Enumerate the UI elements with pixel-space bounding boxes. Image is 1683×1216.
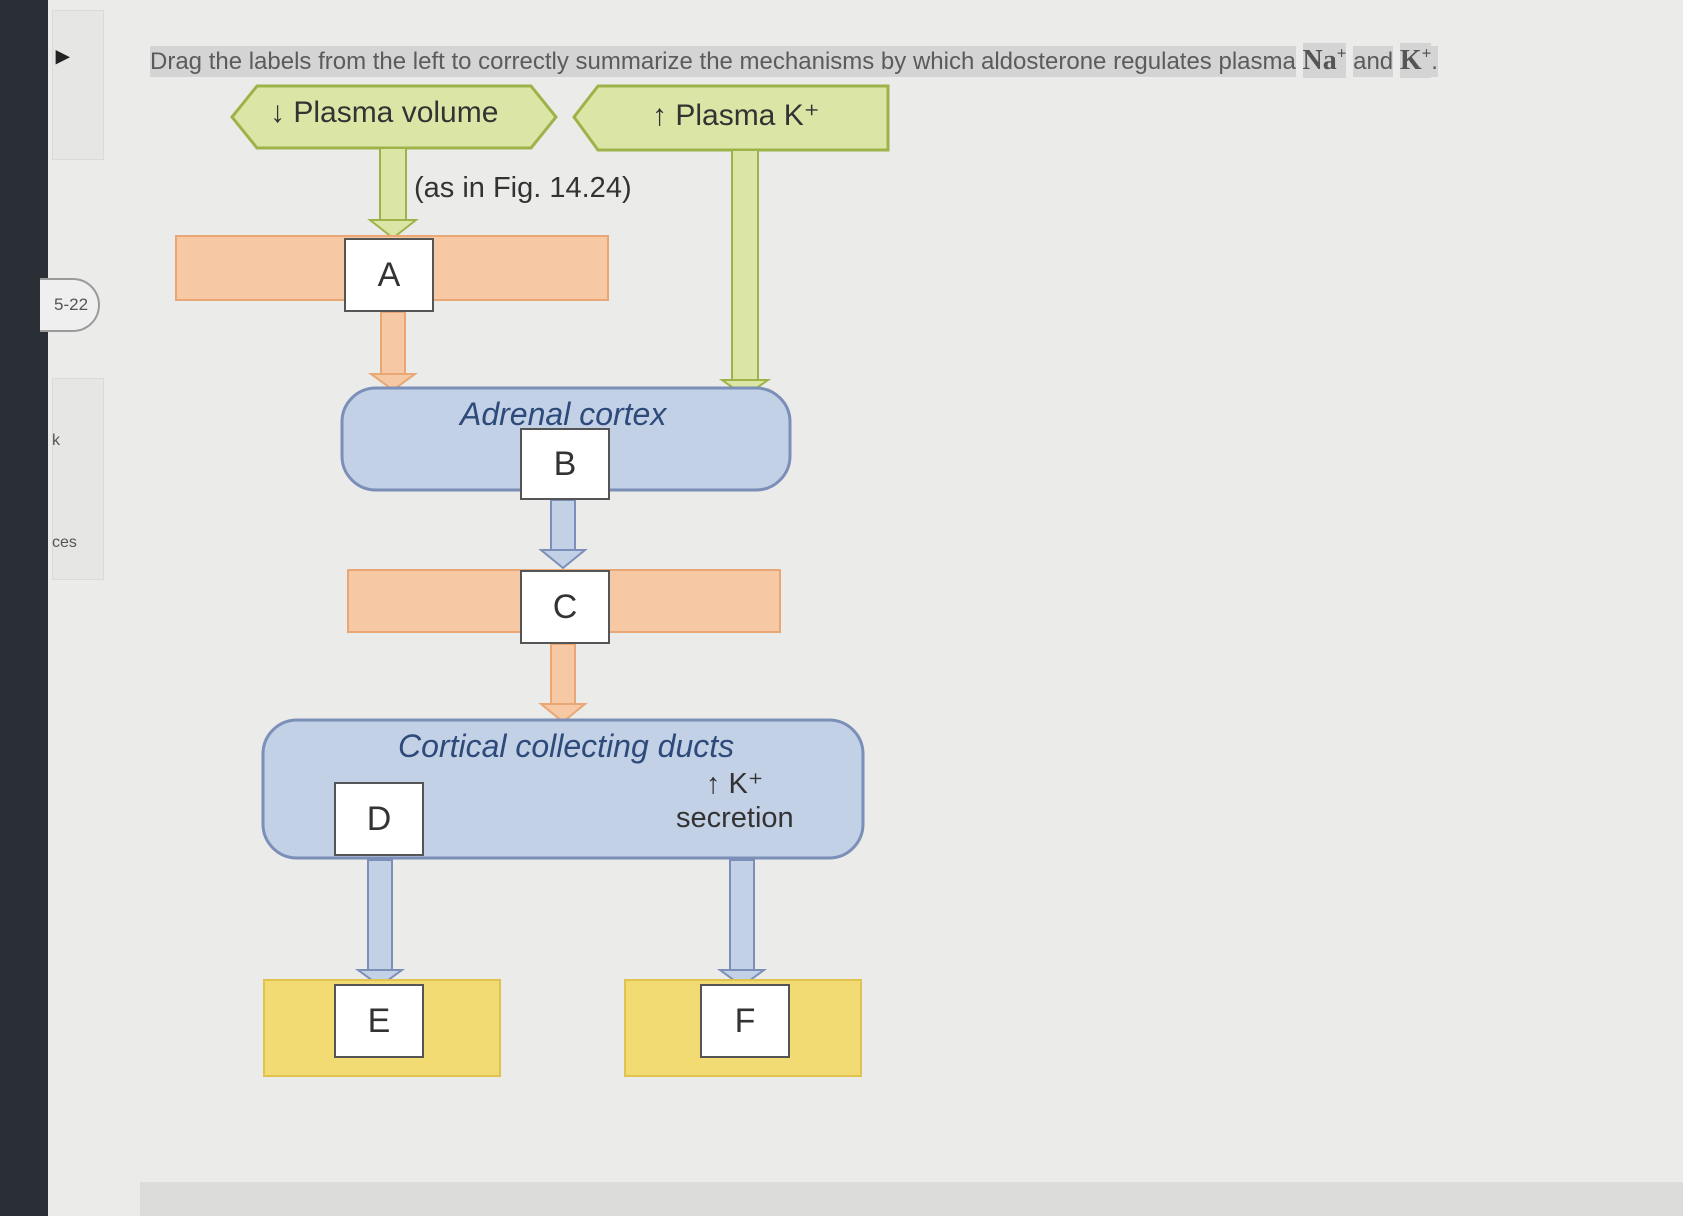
side-item-ces[interactable]: ces [52, 534, 77, 551]
sodium-symbol: Na+ [1302, 43, 1347, 79]
drop-target-e[interactable]: E [334, 984, 424, 1058]
side-panel-lower [52, 378, 104, 580]
b-arrow-head [538, 549, 588, 570]
side-panel-top [52, 10, 104, 160]
question-period: . [1431, 46, 1438, 78]
secretion-arrow-head [716, 969, 768, 988]
plasma-volume-banner [230, 84, 558, 150]
question-number-pill[interactable]: 5-22 [40, 278, 100, 332]
secretion-arrow-shaft [729, 859, 755, 971]
a-arrow-head [367, 373, 419, 392]
drop-target-c[interactable]: C [520, 570, 610, 644]
k-arrow-shaft [731, 149, 759, 381]
adrenal-cortex-title: Adrenal cortex [460, 396, 667, 432]
plasma-k-label: ↑ Plasma K⁺ [652, 99, 820, 132]
d-arrow-head [354, 969, 406, 988]
cortical-collecting-ducts-title: Cortical collecting ducts [398, 728, 735, 764]
question-number-label: 5-22 [54, 295, 89, 314]
b-arrow-shaft [550, 499, 576, 551]
k-secretion-label: secretion [676, 802, 794, 834]
drop-target-f[interactable]: F [700, 984, 790, 1058]
drop-target-a[interactable]: A [344, 238, 434, 312]
drop-target-b[interactable]: B [520, 428, 610, 500]
plasma-volume-label: ↓ Plasma volume [270, 96, 499, 129]
c-arrow-head [538, 703, 588, 724]
as-in-figure-note: (as in Fig. 14.24) [414, 172, 632, 204]
side-item-k[interactable]: k [52, 432, 60, 449]
question-text: Drag the labels from the left to correct… [150, 46, 1296, 78]
potassium-symbol: K+ [1399, 43, 1432, 79]
a-arrow-shaft [380, 311, 406, 375]
drop-target-d[interactable]: D [334, 782, 424, 856]
question-prompt: Drag the labels from the left to correct… [150, 43, 1530, 79]
volume-arrow-shaft [379, 147, 407, 221]
bottom-strip [140, 1182, 1683, 1216]
question-and: and [1353, 46, 1394, 78]
k-secretion-arrow-label: ↑ K⁺ [706, 768, 764, 800]
d-arrow-shaft [367, 859, 393, 971]
volume-arrow-head [367, 219, 419, 240]
cursor-marker-icon: ▸ [56, 40, 70, 70]
c-arrow-shaft [550, 643, 576, 705]
left-dark-bar [0, 0, 48, 1216]
